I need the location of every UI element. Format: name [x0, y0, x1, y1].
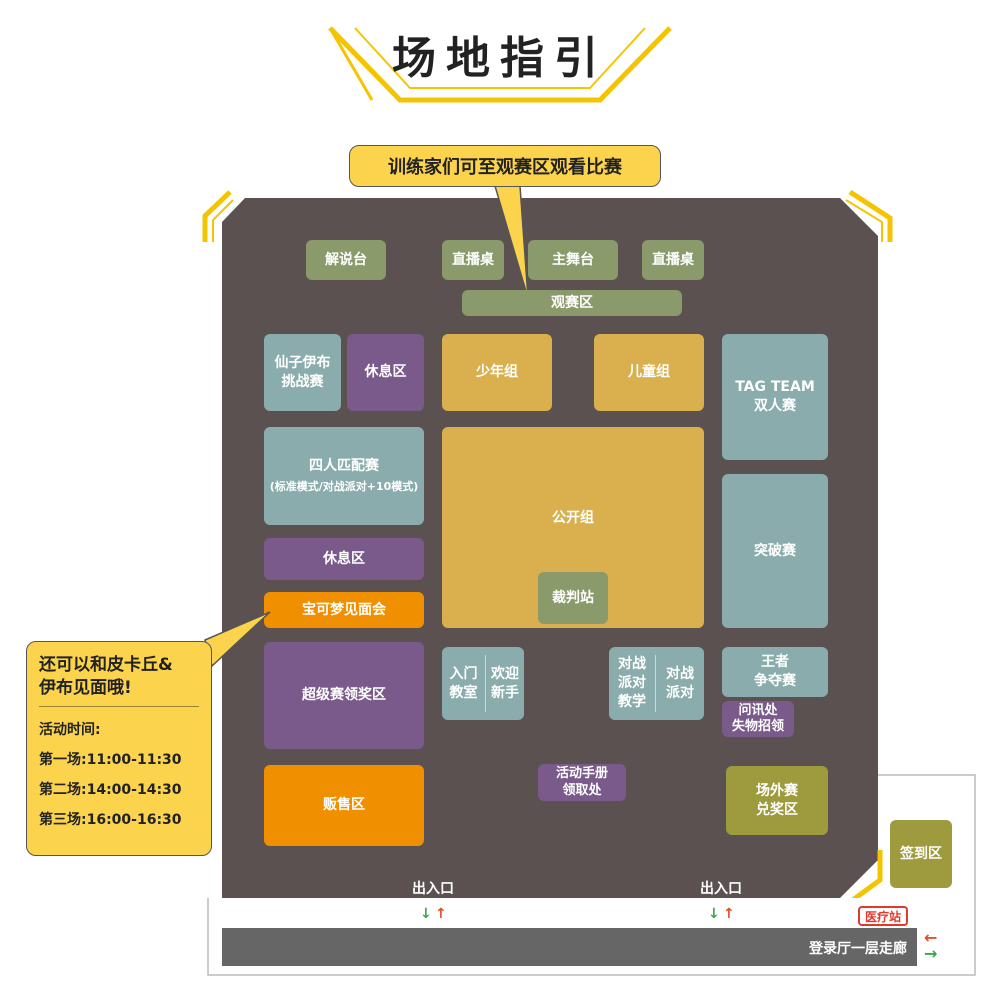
info-desk: 问讯处 失物招领: [722, 701, 794, 737]
meet-headline: 还可以和皮卡丘& 伊布见面哦!: [39, 654, 199, 707]
super-award-zone: 超级赛领奖区: [264, 642, 424, 749]
pokemon-meet-zone: 宝可梦见面会: [264, 592, 424, 628]
rest-area-middle: 休息区: [264, 538, 424, 580]
arrow-up-red-icon: ↑: [723, 906, 735, 922]
arrow-right-green-icon: →: [924, 944, 938, 963]
meet-callout-pointer: [204, 611, 271, 668]
outside-award-zone: 场外赛 兑奖区: [726, 766, 828, 835]
arrow-down-green-icon: ↓: [708, 906, 720, 922]
battle-party-zone: 对战 派对 教学 对战 派对: [609, 647, 704, 720]
sylveon-challenge-zone: 仙子伊布 挑战赛: [264, 334, 341, 411]
arrow-up-red-icon: ↑: [435, 906, 447, 922]
battle-party: 对战 派对: [666, 665, 694, 701]
tag-team-zone: TAG TEAM 双人赛: [722, 334, 828, 460]
beginner-zone: 入门 教室 欢迎 新手: [442, 647, 524, 720]
corridor-label: 登录厅一层走廊: [809, 941, 907, 957]
sales-zone: 贩售区: [264, 765, 424, 846]
stream-desk-left: 直播桌: [442, 240, 504, 280]
children-division: 儿童组: [594, 334, 704, 411]
junior-division: 少年组: [442, 334, 552, 411]
arrow-down-green-icon: ↓: [420, 906, 432, 922]
welcome-newcomers: 欢迎 新手: [491, 665, 519, 701]
battle-party-teaching: 对战 派对 教学: [618, 656, 646, 710]
viewing-area: 观赛区: [462, 290, 682, 316]
handbook-pickup: 活动手册 领取处: [538, 764, 626, 801]
entrance-right-label: 出入口: [700, 881, 742, 897]
intro-class: 入门 教室: [449, 665, 478, 701]
page-title: 场地指引: [392, 33, 608, 84]
medical-station: 医疗站: [858, 906, 908, 926]
four-player-subtitle: (标准模式/对战派对+10模式): [269, 480, 419, 494]
meet-session-3: 第三场:16:00-16:30: [39, 811, 182, 828]
arrow-left-red-icon: ←: [924, 928, 938, 947]
referee-station: 裁判站: [538, 572, 608, 624]
title-banner-frame: [328, 26, 672, 103]
viewing-callout: 训练家们可至观赛区观看比赛: [349, 145, 661, 187]
meet-info-callout: 还可以和皮卡丘& 伊布见面哦! 活动时间: 第一场:11:00-11:30 第二…: [26, 641, 212, 856]
stream-desk-right: 直播桌: [642, 240, 704, 280]
four-player-match-zone: 四人匹配赛 (标准模式/对战派对+10模式): [264, 427, 424, 525]
four-player-title: 四人匹配赛: [309, 458, 379, 475]
checkin-zone: 签到区: [890, 820, 952, 888]
meet-time-label: 活动时间:: [39, 721, 101, 738]
commentary-desk: 解说台: [306, 240, 386, 280]
meet-session-2: 第二场:14:00-14:30: [39, 781, 182, 798]
king-contest-zone: 王者 争夺赛: [722, 647, 828, 697]
rest-area-top: 休息区: [347, 334, 424, 411]
corridor: 登录厅一层走廊: [222, 928, 917, 966]
entrance-left-label: 出入口: [412, 881, 454, 897]
main-stage: 主舞台: [528, 240, 618, 280]
entrance-strip: [222, 898, 917, 928]
meet-session-1: 第一场:11:00-11:30: [39, 751, 182, 768]
breakthrough-zone: 突破赛: [722, 474, 828, 628]
